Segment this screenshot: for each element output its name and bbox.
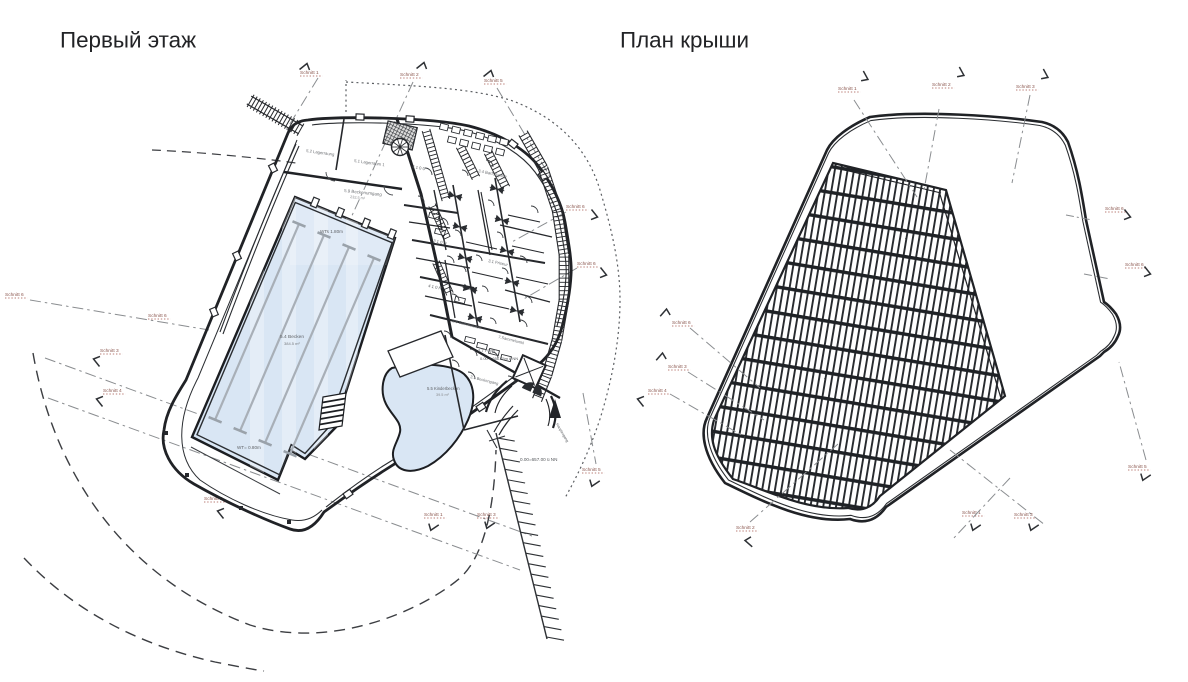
svg-text:Schnitt 3: Schnitt 3 [1016, 84, 1035, 90]
svg-text:5.2 Lagerraung: 5.2 Lagerraung [306, 148, 335, 157]
svg-text:39.5 m²: 39.5 m² [436, 393, 450, 397]
svg-text:Schnitt 3: Schnitt 3 [1014, 512, 1033, 518]
svg-text:Schnitt 1: Schnitt 1 [838, 86, 857, 92]
svg-text:Schnitt 5: Schnitt 5 [582, 467, 601, 473]
svg-text:0.00=657.00 ü NN: 0.00=657.00 ü NN [520, 457, 557, 462]
svg-text:План крыши: План крыши [620, 28, 749, 53]
svg-text:Schnitt 1: Schnitt 1 [962, 510, 981, 516]
svg-text:Schnitt 6: Schnitt 6 [672, 320, 691, 326]
svg-text:Schnitt 4: Schnitt 4 [103, 388, 122, 394]
svg-text:5.4 Becken: 5.4 Becken [280, 334, 304, 340]
svg-text:Schnitt 4: Schnitt 4 [648, 388, 667, 394]
svg-text:384.5 m²: 384.5 m² [284, 341, 300, 346]
svg-text:5.5 Kinderbecken: 5.5 Kinderbecken [427, 386, 460, 391]
svg-text:Schnitt 6: Schnitt 6 [5, 292, 24, 298]
svg-text:Schnitt 3: Schnitt 3 [100, 348, 119, 354]
svg-text:Schnitt 3: Schnitt 3 [668, 364, 687, 370]
svg-text:0.00 = 656.75m ü NN: 0.00 = 656.75m ü NN [480, 356, 518, 361]
svg-text:4 1 0 H: 4 1 0 H [428, 283, 442, 291]
svg-text:Schnitt 2: Schnitt 2 [400, 72, 419, 78]
svg-text:Schnitt 6: Schnitt 6 [566, 204, 585, 210]
svg-text:WTs 1.80m: WTs 1.80m [320, 229, 343, 234]
svg-text:Schnitt 1: Schnitt 1 [424, 512, 443, 518]
svg-text:Schnitt 5: Schnitt 5 [1128, 464, 1147, 470]
svg-text:3.4 Barfußgang: 3.4 Barfußgang [478, 168, 508, 179]
svg-text:3.1 Beckengang: 3.1 Beckengang [470, 374, 499, 386]
svg-text:Schnitt 1: Schnitt 1 [300, 70, 319, 76]
svg-text:Schnitt 3: Schnitt 3 [477, 512, 496, 518]
svg-text:Schnitt 5: Schnitt 5 [484, 78, 503, 84]
svg-text:Schnitt 6: Schnitt 6 [148, 313, 167, 319]
svg-text:4 1 0 0: 4 1 0 0 [412, 164, 426, 171]
svg-text:Schnitt 2: Schnitt 2 [932, 82, 951, 88]
svg-text:3 1 0 D: 3 1 0 D [433, 238, 447, 246]
svg-text:Schnitt 6: Schnitt 6 [1125, 262, 1144, 268]
svg-text:Schnitt 2: Schnitt 2 [204, 496, 223, 502]
svg-text:5.1 Lagerraum 1: 5.1 Lagerraum 1 [354, 158, 386, 167]
svg-text:Schnitt 6: Schnitt 6 [577, 261, 596, 267]
svg-text:5.9 Beckenumgang: 5.9 Beckenumgang [344, 188, 383, 197]
svg-text:Schnitt 2: Schnitt 2 [736, 525, 755, 531]
svg-text:3.1 Friseur: 3.1 Friseur [488, 258, 509, 267]
svg-text:1.7 Foyer: 1.7 Foyer [478, 348, 496, 353]
svg-text:Первый этаж: Первый этаж [60, 28, 196, 53]
svg-text:232.5 m²: 232.5 m² [350, 195, 366, 201]
svg-text:Schnitt 6: Schnitt 6 [1105, 206, 1124, 212]
svg-text:WT= 0.80m: WT= 0.80m [237, 445, 261, 450]
svg-text:7.Sammelumkl: 7.Sammelumkl [498, 334, 525, 345]
